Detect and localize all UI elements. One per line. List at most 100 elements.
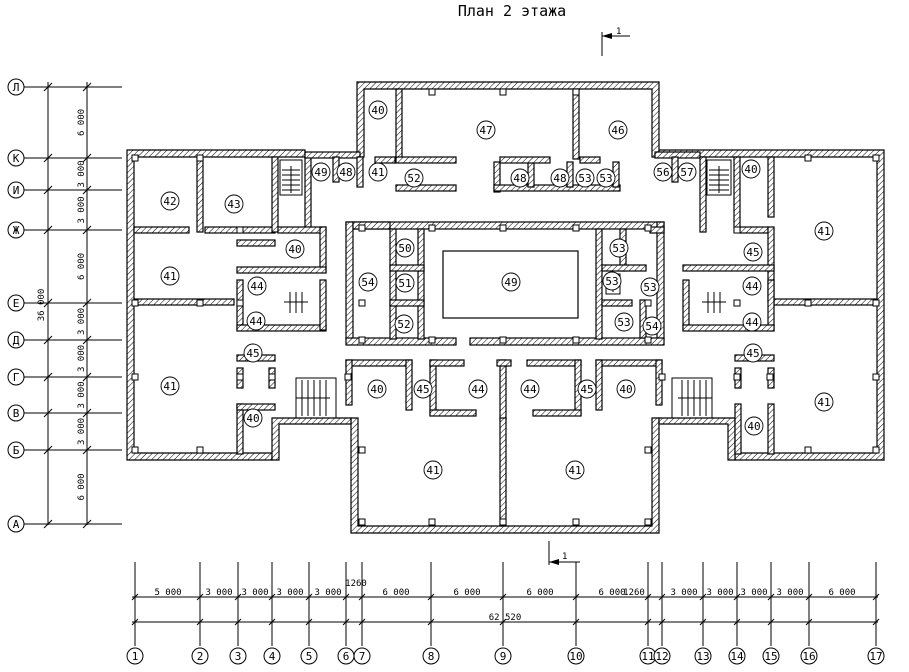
room-label-circle (614, 312, 634, 332)
room-number: 44 (745, 316, 759, 329)
room-label: 41 (814, 221, 834, 241)
room-number: 45 (746, 246, 759, 259)
axis-letter: К (13, 152, 20, 165)
room-label-circle (336, 162, 356, 182)
column (804, 446, 812, 454)
section-mark-bottom-label: 1 (562, 552, 567, 562)
room-label: 40 (368, 100, 388, 120)
room-label-circle (602, 271, 622, 291)
section-mark-top: 1 (601, 27, 630, 56)
axis-letter: А (13, 518, 20, 531)
room-label: 40 (744, 416, 764, 436)
room-label: 54 (358, 272, 378, 292)
axis-number: 6 (343, 650, 350, 663)
room-number: 44 (250, 280, 264, 293)
room-label: 52 (394, 314, 414, 334)
axis-number: 17 (869, 650, 882, 663)
axis-letter-marker: Л (7, 78, 122, 96)
dim-horizontal: 5 000 (154, 588, 181, 598)
wc-fixtures-right (702, 292, 726, 313)
axis-number: 10 (569, 650, 582, 663)
column (733, 373, 741, 381)
room-label-circle (367, 379, 387, 399)
axis-letter: Г (13, 371, 20, 384)
room-label-circle (814, 392, 834, 412)
room-label-circle (609, 238, 629, 258)
room-label: 56 (653, 162, 673, 182)
room-label-circle (742, 312, 762, 332)
room-label: 53 (575, 168, 595, 188)
room-label-circle (744, 416, 764, 436)
room-label: 41 (814, 392, 834, 412)
room-number: 53 (599, 172, 612, 185)
room-number: 45 (416, 383, 429, 396)
room-label: 42 (160, 191, 180, 211)
room-number: 53 (612, 242, 625, 255)
dim-horizontal: 6 000 (598, 588, 625, 598)
room-number: 41 (426, 464, 439, 477)
stair-bottom-right (671, 377, 713, 419)
room-number: 45 (246, 347, 259, 360)
dim-horizontal-total: 62 520 (489, 613, 522, 623)
axis-number: 15 (764, 650, 777, 663)
room-label: 44 (742, 312, 762, 332)
column (236, 226, 244, 234)
dim-horizontal: 3 000 (776, 588, 803, 598)
room-label: 46 (608, 120, 628, 140)
room-label: 41 (368, 162, 388, 182)
room-label: 43 (224, 194, 244, 214)
room-label-circle (550, 168, 570, 188)
axis-letter: Е (13, 297, 20, 310)
column (499, 224, 507, 232)
axis-letter-marker: Е (7, 294, 122, 312)
room-label: 53 (602, 271, 622, 291)
column (196, 299, 204, 307)
dim-vertical: 3 000 (77, 418, 87, 445)
dim-vertical: 3 000 (77, 196, 87, 223)
room-label: 40 (616, 379, 636, 399)
column (268, 373, 276, 381)
dim-horizontal: 6 000 (526, 588, 553, 598)
room-number: 48 (553, 172, 566, 185)
room-number: 40 (619, 383, 632, 396)
axis-letter: Л (13, 81, 20, 94)
column (644, 336, 652, 344)
column (358, 224, 366, 232)
axis-number: 16 (802, 650, 815, 663)
room-label-circle (653, 162, 673, 182)
column (644, 299, 652, 307)
column (872, 299, 880, 307)
room-number: 50 (398, 242, 411, 255)
room-number: 52 (397, 318, 410, 331)
room-label: 40 (367, 379, 387, 399)
axis-number-marker: 11 (639, 562, 657, 665)
dim-horizontal: 6 000 (828, 588, 855, 598)
room-number: 51 (398, 277, 411, 290)
room-number: 44 (523, 383, 537, 396)
room-label: 52 (404, 168, 424, 188)
section-mark-top-label: 1 (616, 27, 621, 37)
column (196, 446, 204, 454)
room-label-circle (160, 191, 180, 211)
column (428, 88, 436, 96)
column (804, 154, 812, 162)
room-number: 41 (163, 380, 176, 393)
room-label-circle (677, 162, 697, 182)
dim-vertical: 3 000 (77, 345, 87, 372)
room-label: 45 (743, 343, 763, 363)
room-number: 43 (227, 198, 240, 211)
axis-letter-marker: Д (7, 331, 122, 349)
column (499, 336, 507, 344)
axis-number-marker: 13 (694, 562, 712, 665)
room-label-circle (640, 277, 660, 297)
room-label: 41 (565, 460, 585, 480)
axis-number-marker: 8 (422, 562, 440, 665)
room-label-circle (510, 168, 530, 188)
column (428, 224, 436, 232)
room-label: 44 (742, 276, 762, 296)
room-label-circle (404, 168, 424, 188)
axis-number-marker: 17 (867, 562, 885, 665)
